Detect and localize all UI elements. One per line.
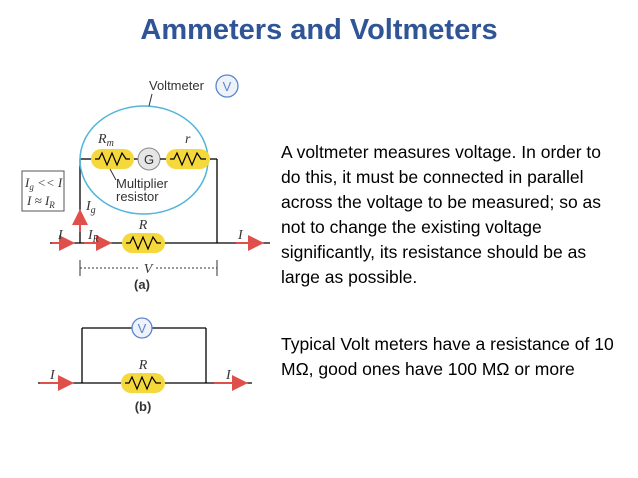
voltmeter-label-leader xyxy=(148,93,153,107)
multiplier-resistor-zigzag xyxy=(95,151,130,167)
multiplier-label-line1: Multiplier xyxy=(116,176,169,191)
body-paragraph-2: Typical Volt meters have a resistance of… xyxy=(281,334,614,379)
i-right-label: I xyxy=(237,228,244,243)
condition-line1: Ig << I xyxy=(24,175,63,192)
b-r-label: R xyxy=(138,358,148,373)
diagram-a: G Voltmeter V Rm r Multiplier resistor I… xyxy=(21,74,270,292)
b-resistor-zigzag xyxy=(125,375,161,391)
b-voltmeter-symbol: V xyxy=(138,321,147,336)
caption-b: (b) xyxy=(135,399,152,414)
load-r-label: R xyxy=(138,218,148,233)
voltmeter-symbol: V xyxy=(223,79,232,94)
b-i-left-label: I xyxy=(49,368,56,383)
ir-label: IR xyxy=(87,228,99,245)
multiplier-leader xyxy=(109,168,117,181)
multiplier-label-line2: resistor xyxy=(116,189,159,204)
caption-a: (a) xyxy=(134,277,150,292)
galvanometer-symbol: G xyxy=(144,152,154,167)
v-label: V xyxy=(144,262,154,277)
load-resistor-zigzag xyxy=(126,235,161,251)
r-label: r xyxy=(185,132,191,147)
i-left-label: I xyxy=(57,228,64,243)
condition-line2: I ≈ IR xyxy=(26,193,55,210)
voltmeter-label: Voltmeter xyxy=(149,78,205,93)
ig-label: Ig xyxy=(85,199,96,216)
b-voltmeter-icon xyxy=(131,317,153,339)
b-i-right-label: I xyxy=(225,368,232,383)
body-paragraph-1: A voltmeter measures voltage. In order t… xyxy=(281,142,602,287)
rm-label: Rm xyxy=(97,132,114,149)
internal-resistor-zigzag xyxy=(170,151,206,167)
slide-title: Ammeters and Voltmeters xyxy=(140,14,498,46)
diagram-b: V I R I (b) xyxy=(38,317,252,414)
condition-box xyxy=(21,170,65,212)
voltmeter-icon xyxy=(215,74,239,98)
